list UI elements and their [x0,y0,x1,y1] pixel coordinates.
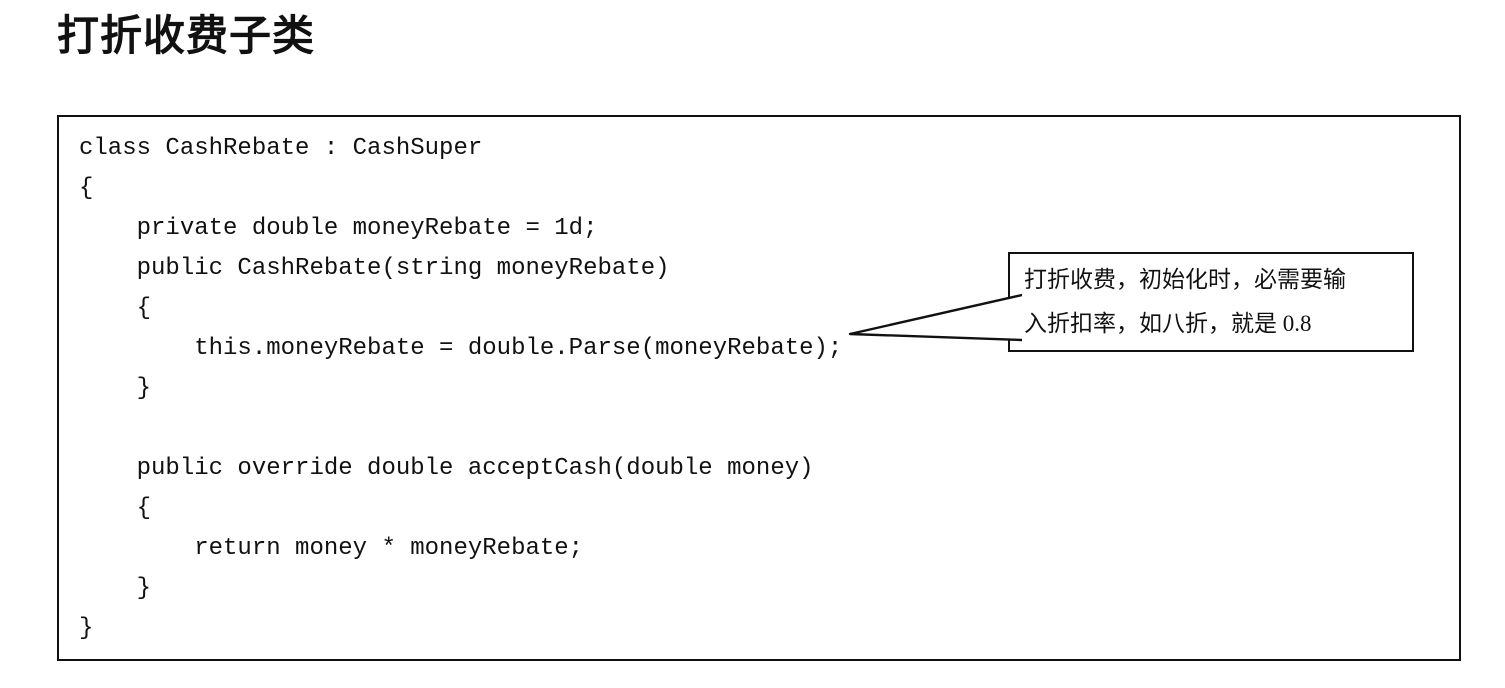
callout-box: 打折收费，初始化时，必需要输 入折扣率，如八折，就是 0.8 [1008,252,1414,352]
code-text: class CashRebate : CashSuper { private d… [79,135,843,642]
callout-text-line-1: 打折收费，初始化时，必需要输 [1024,267,1346,292]
code-block-frame: class CashRebate : CashSuper { private d… [57,115,1461,661]
callout-text-line-2: 入折扣率，如八折，就是 0.8 [1024,311,1312,336]
section-title: 打折收费子类 [57,12,316,59]
callout-pointer-icon [848,293,1022,342]
